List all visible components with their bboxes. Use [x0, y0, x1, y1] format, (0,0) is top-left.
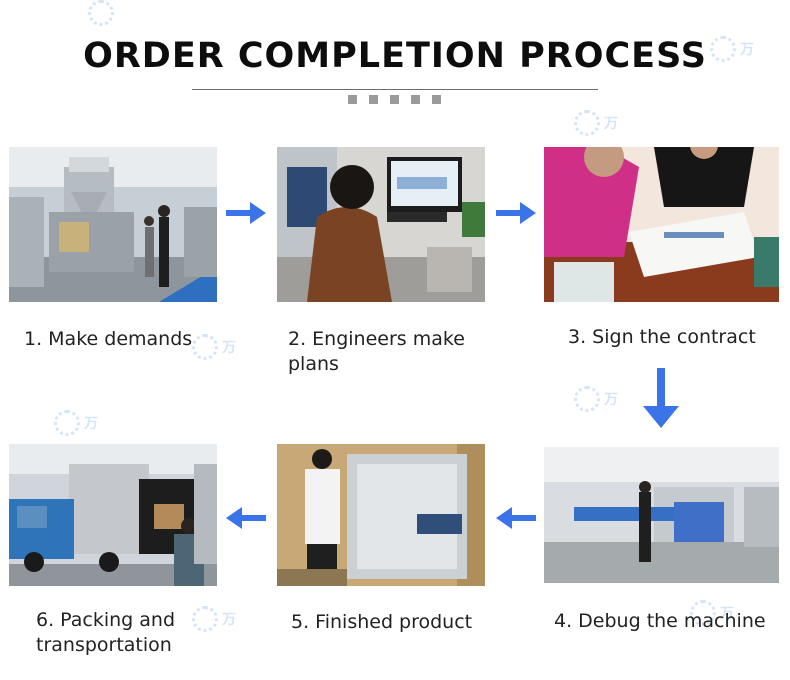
watermark-logo: 万: [192, 334, 236, 360]
step-6-photo: [9, 444, 217, 586]
watermark-logo: 万: [192, 606, 236, 632]
title-dots: [348, 95, 441, 104]
step-4-photo: [544, 447, 779, 583]
title-divider: [192, 89, 598, 90]
arrow-right-icon: [496, 202, 536, 224]
watermark-logo: 万: [710, 36, 754, 62]
watermark-logo: 万: [690, 600, 734, 626]
arrow-left-icon: [226, 507, 266, 529]
step-5-photo: [277, 444, 485, 586]
step-3-photo: [544, 147, 779, 302]
step-2-photo: [277, 147, 485, 302]
arrow-down-icon: [643, 368, 679, 428]
step-5-caption: 5. Finished product: [291, 611, 473, 633]
step-6-caption: 6. Packing and transportation: [36, 609, 176, 656]
watermark-logo: 万: [574, 386, 618, 412]
step-4-caption: 4. Debug the machine: [554, 610, 766, 632]
arrow-left-icon: [496, 507, 536, 529]
step-2-caption: 2. Engineers make plans: [288, 328, 465, 375]
watermark-logo: [88, 0, 114, 26]
watermark-logo: 万: [54, 410, 98, 436]
step-1-photo: [9, 147, 217, 302]
step-3-caption: 3. Sign the contract: [568, 326, 756, 348]
arrow-right-icon: [226, 202, 266, 224]
step-1-caption: 1. Make demands: [24, 328, 193, 350]
watermark-logo: 万: [574, 110, 618, 136]
page-title: ORDER COMPLETION PROCESS: [83, 36, 707, 76]
